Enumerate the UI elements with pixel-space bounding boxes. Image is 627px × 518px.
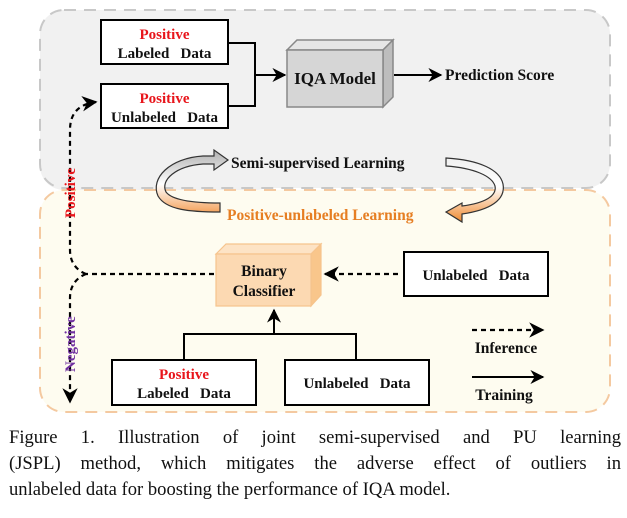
merge-connector xyxy=(228,42,287,107)
bottom-region xyxy=(39,189,611,413)
inference-legend-label: Inference xyxy=(475,340,538,357)
classifier-output-branch xyxy=(62,96,214,404)
positive-label: Positive xyxy=(159,367,209,383)
positive-labeled-data-box-top: Positive Labeled Data xyxy=(100,19,229,65)
caption-line-2: (JSPL) method, which mitigates the adver… xyxy=(9,453,621,474)
prediction-score-label: Prediction Score xyxy=(445,67,554,84)
binary-classifier-box: Binary Classifier xyxy=(214,242,323,308)
positive-labeled-data-box-bottom: Positive Labeled Data xyxy=(111,359,257,406)
labeled-data-label: Labeled Data xyxy=(118,46,212,62)
iqa-model-label: IQA Model xyxy=(294,69,376,88)
jspl-diagram: Positive Labeled Data Positive Unlabeled… xyxy=(39,9,611,413)
binary-label: Binary xyxy=(241,263,287,280)
positive-label: Positive xyxy=(140,27,190,43)
cycle-arrow-right-icon xyxy=(444,157,504,224)
positive-branch-label: Positive xyxy=(63,168,79,218)
figure-caption: Figure 1. Illustration of joint semi-sup… xyxy=(9,425,621,503)
positive-unlabeled-data-box: Positive Unlabeled Data xyxy=(100,83,229,129)
unlabeled-data-label: Unlabeled Data xyxy=(111,110,219,126)
cycle-arrow-left-icon xyxy=(155,148,230,213)
labeled-data-label: Labeled Data xyxy=(137,386,231,402)
semi-supervised-label: Semi-supervised Learning xyxy=(231,155,405,172)
negative-branch-label: Negative xyxy=(63,316,79,372)
unlabeled-data-label: Unlabeled Data xyxy=(422,268,530,284)
iqa-model-box: IQA Model xyxy=(285,38,395,109)
positive-label: Positive xyxy=(140,91,190,107)
unlabeled-data-label: Unlabeled Data xyxy=(303,376,411,392)
training-connector xyxy=(183,308,357,360)
classifier-label: Classifier xyxy=(233,283,296,300)
unlabeled-data-train-box: Unlabeled Data xyxy=(284,359,430,406)
legend: Inference Training xyxy=(472,322,545,404)
caption-line-1: Figure 1. Illustration of joint semi-sup… xyxy=(9,427,621,448)
training-legend-label: Training xyxy=(475,387,533,404)
unlabeled-data-input-box: Unlabeled Data xyxy=(403,251,549,297)
caption-line-3: unlabeled data for boosting the performa… xyxy=(9,479,451,500)
pu-learning-label: Positive-unlabeled Learning xyxy=(227,207,414,224)
